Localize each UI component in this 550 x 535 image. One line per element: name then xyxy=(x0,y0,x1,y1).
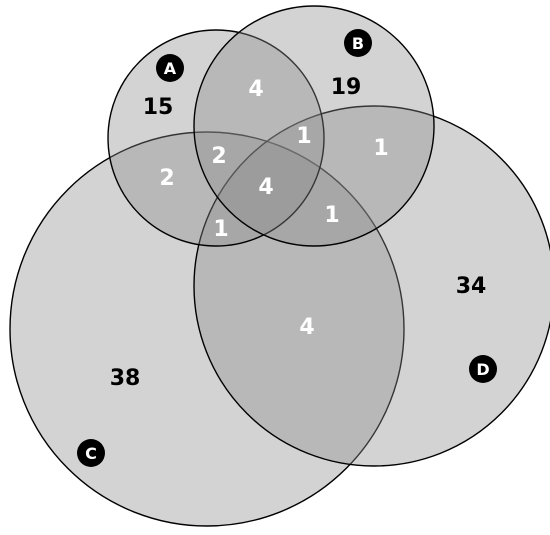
set-c-badge: C xyxy=(77,439,105,467)
set-a-label: A xyxy=(164,59,177,78)
set-c-label: C xyxy=(85,444,97,463)
region-abcd: 4 xyxy=(258,175,273,200)
region-ab: 4 xyxy=(248,77,263,102)
set-d-badge: D xyxy=(469,355,497,383)
set-a-circle xyxy=(107,29,325,247)
set-d-label: D xyxy=(476,360,489,379)
region-ac: 2 xyxy=(159,166,174,191)
set-c-circle xyxy=(9,131,405,527)
set-b-label: B xyxy=(352,34,364,53)
region-cd: 4 xyxy=(299,315,314,340)
set-a-badge: A xyxy=(156,54,184,82)
set-b-badge: B xyxy=(344,29,372,57)
region-b-only: 19 xyxy=(331,75,362,100)
region-c-only: 38 xyxy=(110,366,141,391)
region-d-only: 34 xyxy=(456,274,487,299)
region-bcd: 1 xyxy=(324,203,339,228)
region-abc: 2 xyxy=(211,144,226,169)
region-a-only: 15 xyxy=(143,95,174,120)
set-d-circle xyxy=(193,105,550,467)
set-b-circle xyxy=(193,5,435,247)
region-bd: 1 xyxy=(373,136,388,161)
region-abd: 1 xyxy=(296,124,311,149)
region-acd: 1 xyxy=(213,217,228,242)
